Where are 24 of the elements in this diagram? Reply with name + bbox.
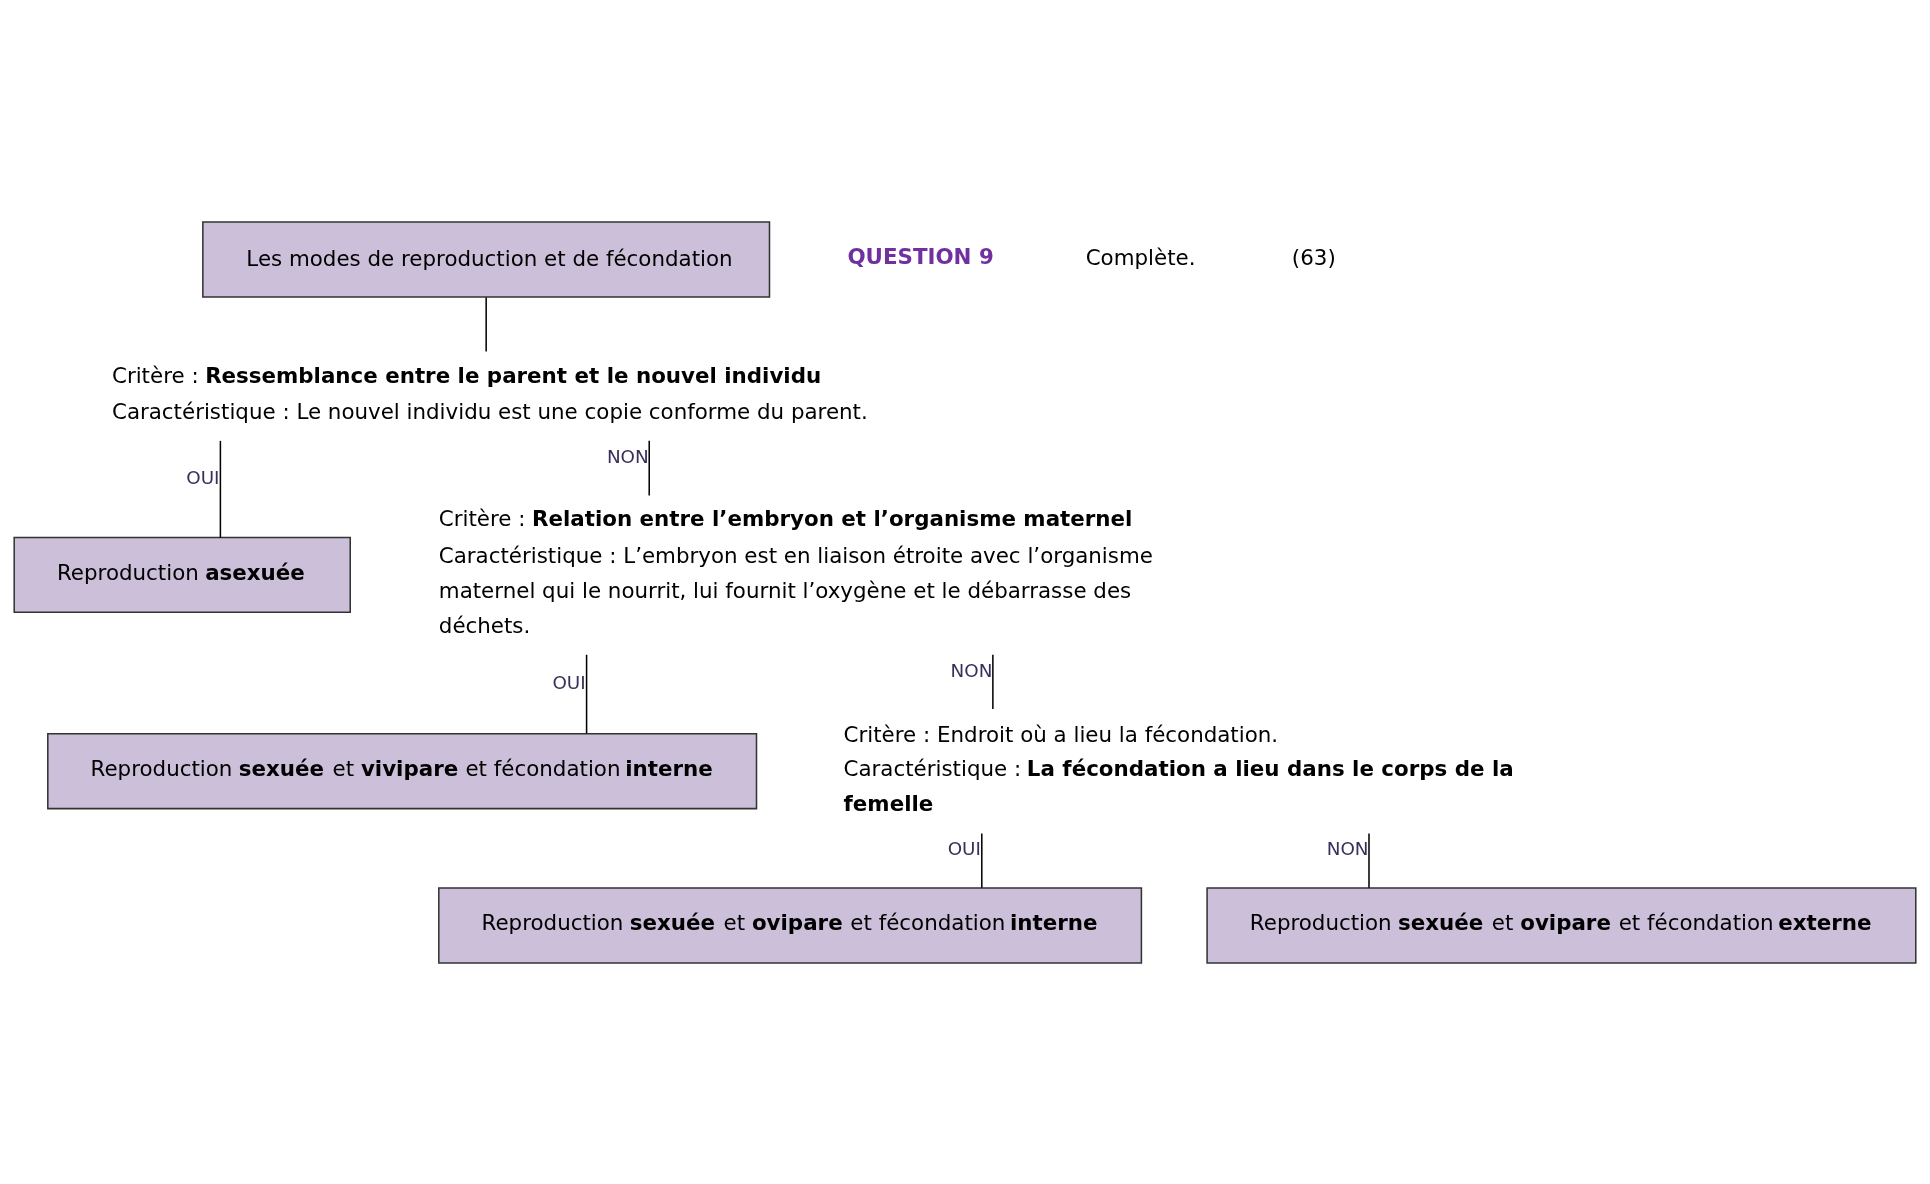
edge-label: OUI bbox=[947, 837, 981, 859]
label: QUESTION 9 bbox=[847, 243, 994, 269]
connector bbox=[219, 439, 222, 538]
node-text: Critère : Endroit où a lieu la fécondation. Caractéristique : La fécondation a lieu dans le corps de la femelle bbox=[843, 721, 1514, 816]
node-box: Reproduction sexuée et vivipare et fécondation interne bbox=[47, 732, 758, 809]
edge-label: OUI bbox=[186, 466, 220, 488]
label: (63) bbox=[1291, 244, 1336, 270]
connector bbox=[648, 439, 650, 496]
node-box: Reproduction asexuée bbox=[13, 536, 351, 613]
connector bbox=[1368, 832, 1370, 889]
connector bbox=[585, 653, 588, 734]
node-box: Reproduction sexuée et ovipare et fécondation externe bbox=[1206, 886, 1917, 964]
connector bbox=[981, 832, 983, 889]
node-text: Critère : Ressemblance entre le parent et le nouvel individu Caractéristique : Le nouvel individu est une copie conforme du parent. bbox=[111, 362, 868, 424]
node-box: Les modes de reproduction et de fécondation bbox=[202, 220, 771, 298]
node-box: Reproduction sexuée et ovipare et fécondation interne bbox=[438, 886, 1143, 964]
edge-label: NON bbox=[1326, 837, 1369, 859]
connector bbox=[992, 653, 994, 710]
node-text: Critère : Relation entre l’embryon et l’organisme maternel Caractéristique : L’embryon est en liaison étroite avec l’organisme maternel qui le nourrit, lui fournit l’oxygène et le débarrasse des déchets. bbox=[438, 505, 1153, 638]
edge-label: OUI bbox=[552, 671, 586, 693]
edge-label: NON bbox=[606, 445, 649, 467]
label: Complète. bbox=[1085, 244, 1196, 270]
connector bbox=[485, 296, 487, 352]
edge-label: NON bbox=[950, 659, 993, 681]
